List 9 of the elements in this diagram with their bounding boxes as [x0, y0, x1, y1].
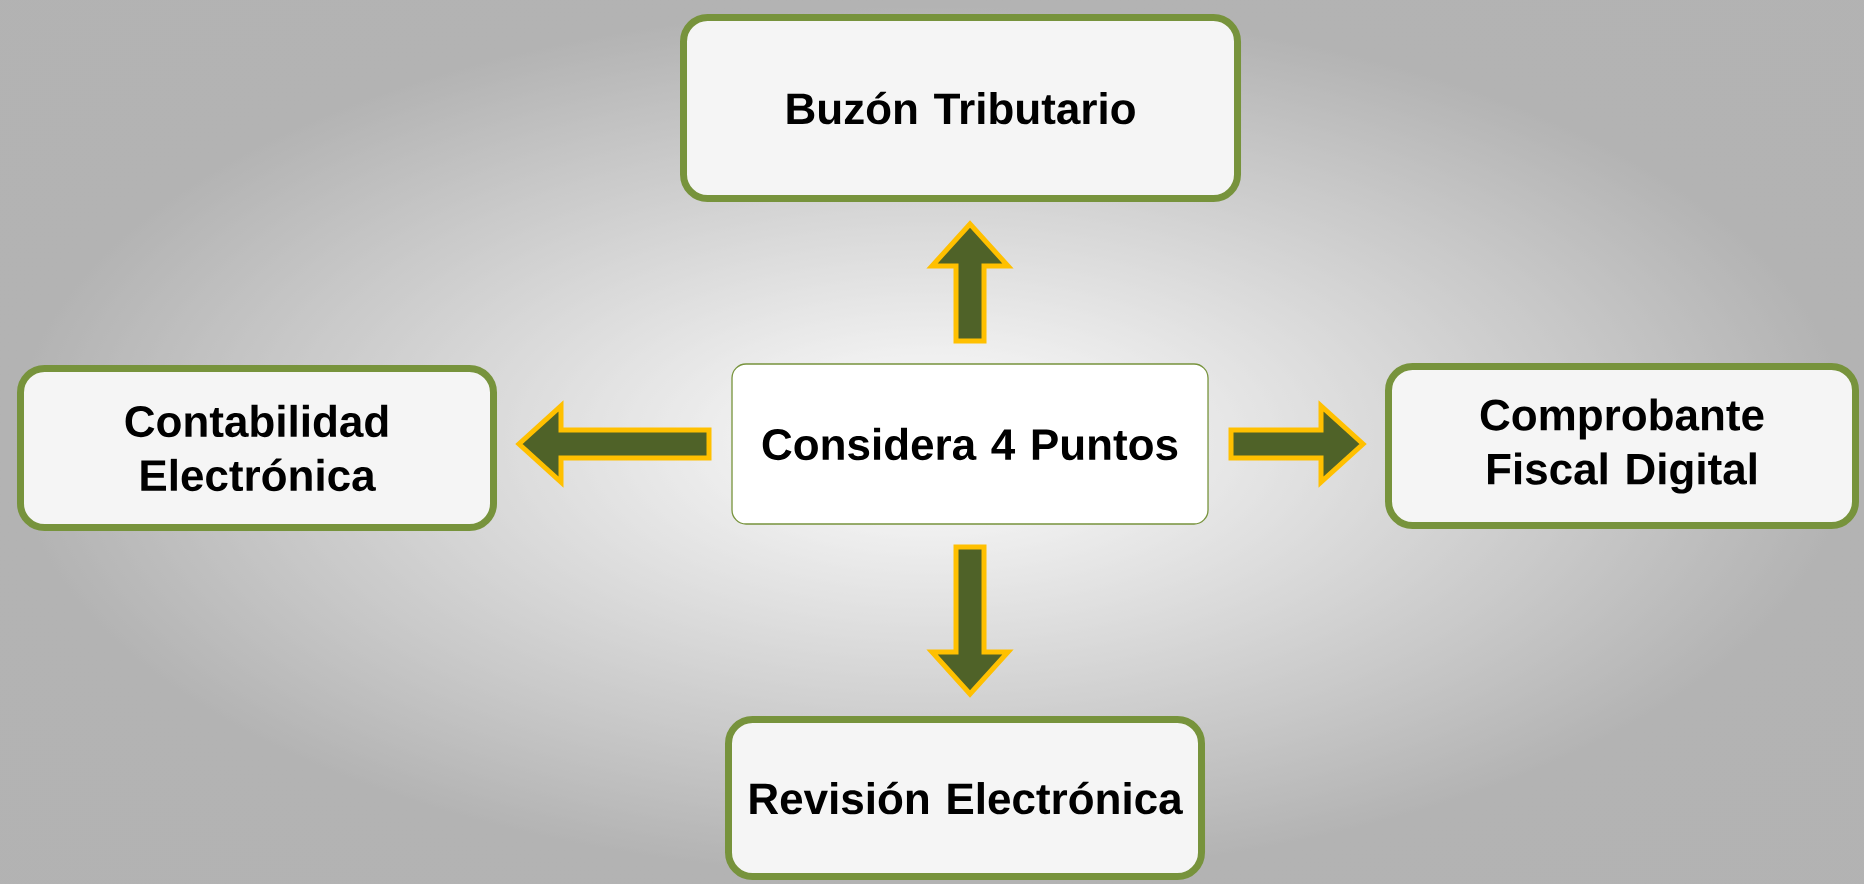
block-arrow — [926, 544, 1014, 698]
block-arrow — [926, 220, 1014, 344]
topic-box: Revisión Electrónica — [725, 716, 1205, 880]
center-box: Considera 4 Puntos — [731, 363, 1209, 525]
block-arrow — [1228, 400, 1367, 488]
topic-box: Contabilidad Electrónica — [17, 365, 497, 531]
topic-box: Comprobante Fiscal Digital — [1385, 363, 1859, 529]
topic-box: Buzón Tributario — [680, 14, 1241, 202]
block-arrow — [515, 400, 712, 488]
